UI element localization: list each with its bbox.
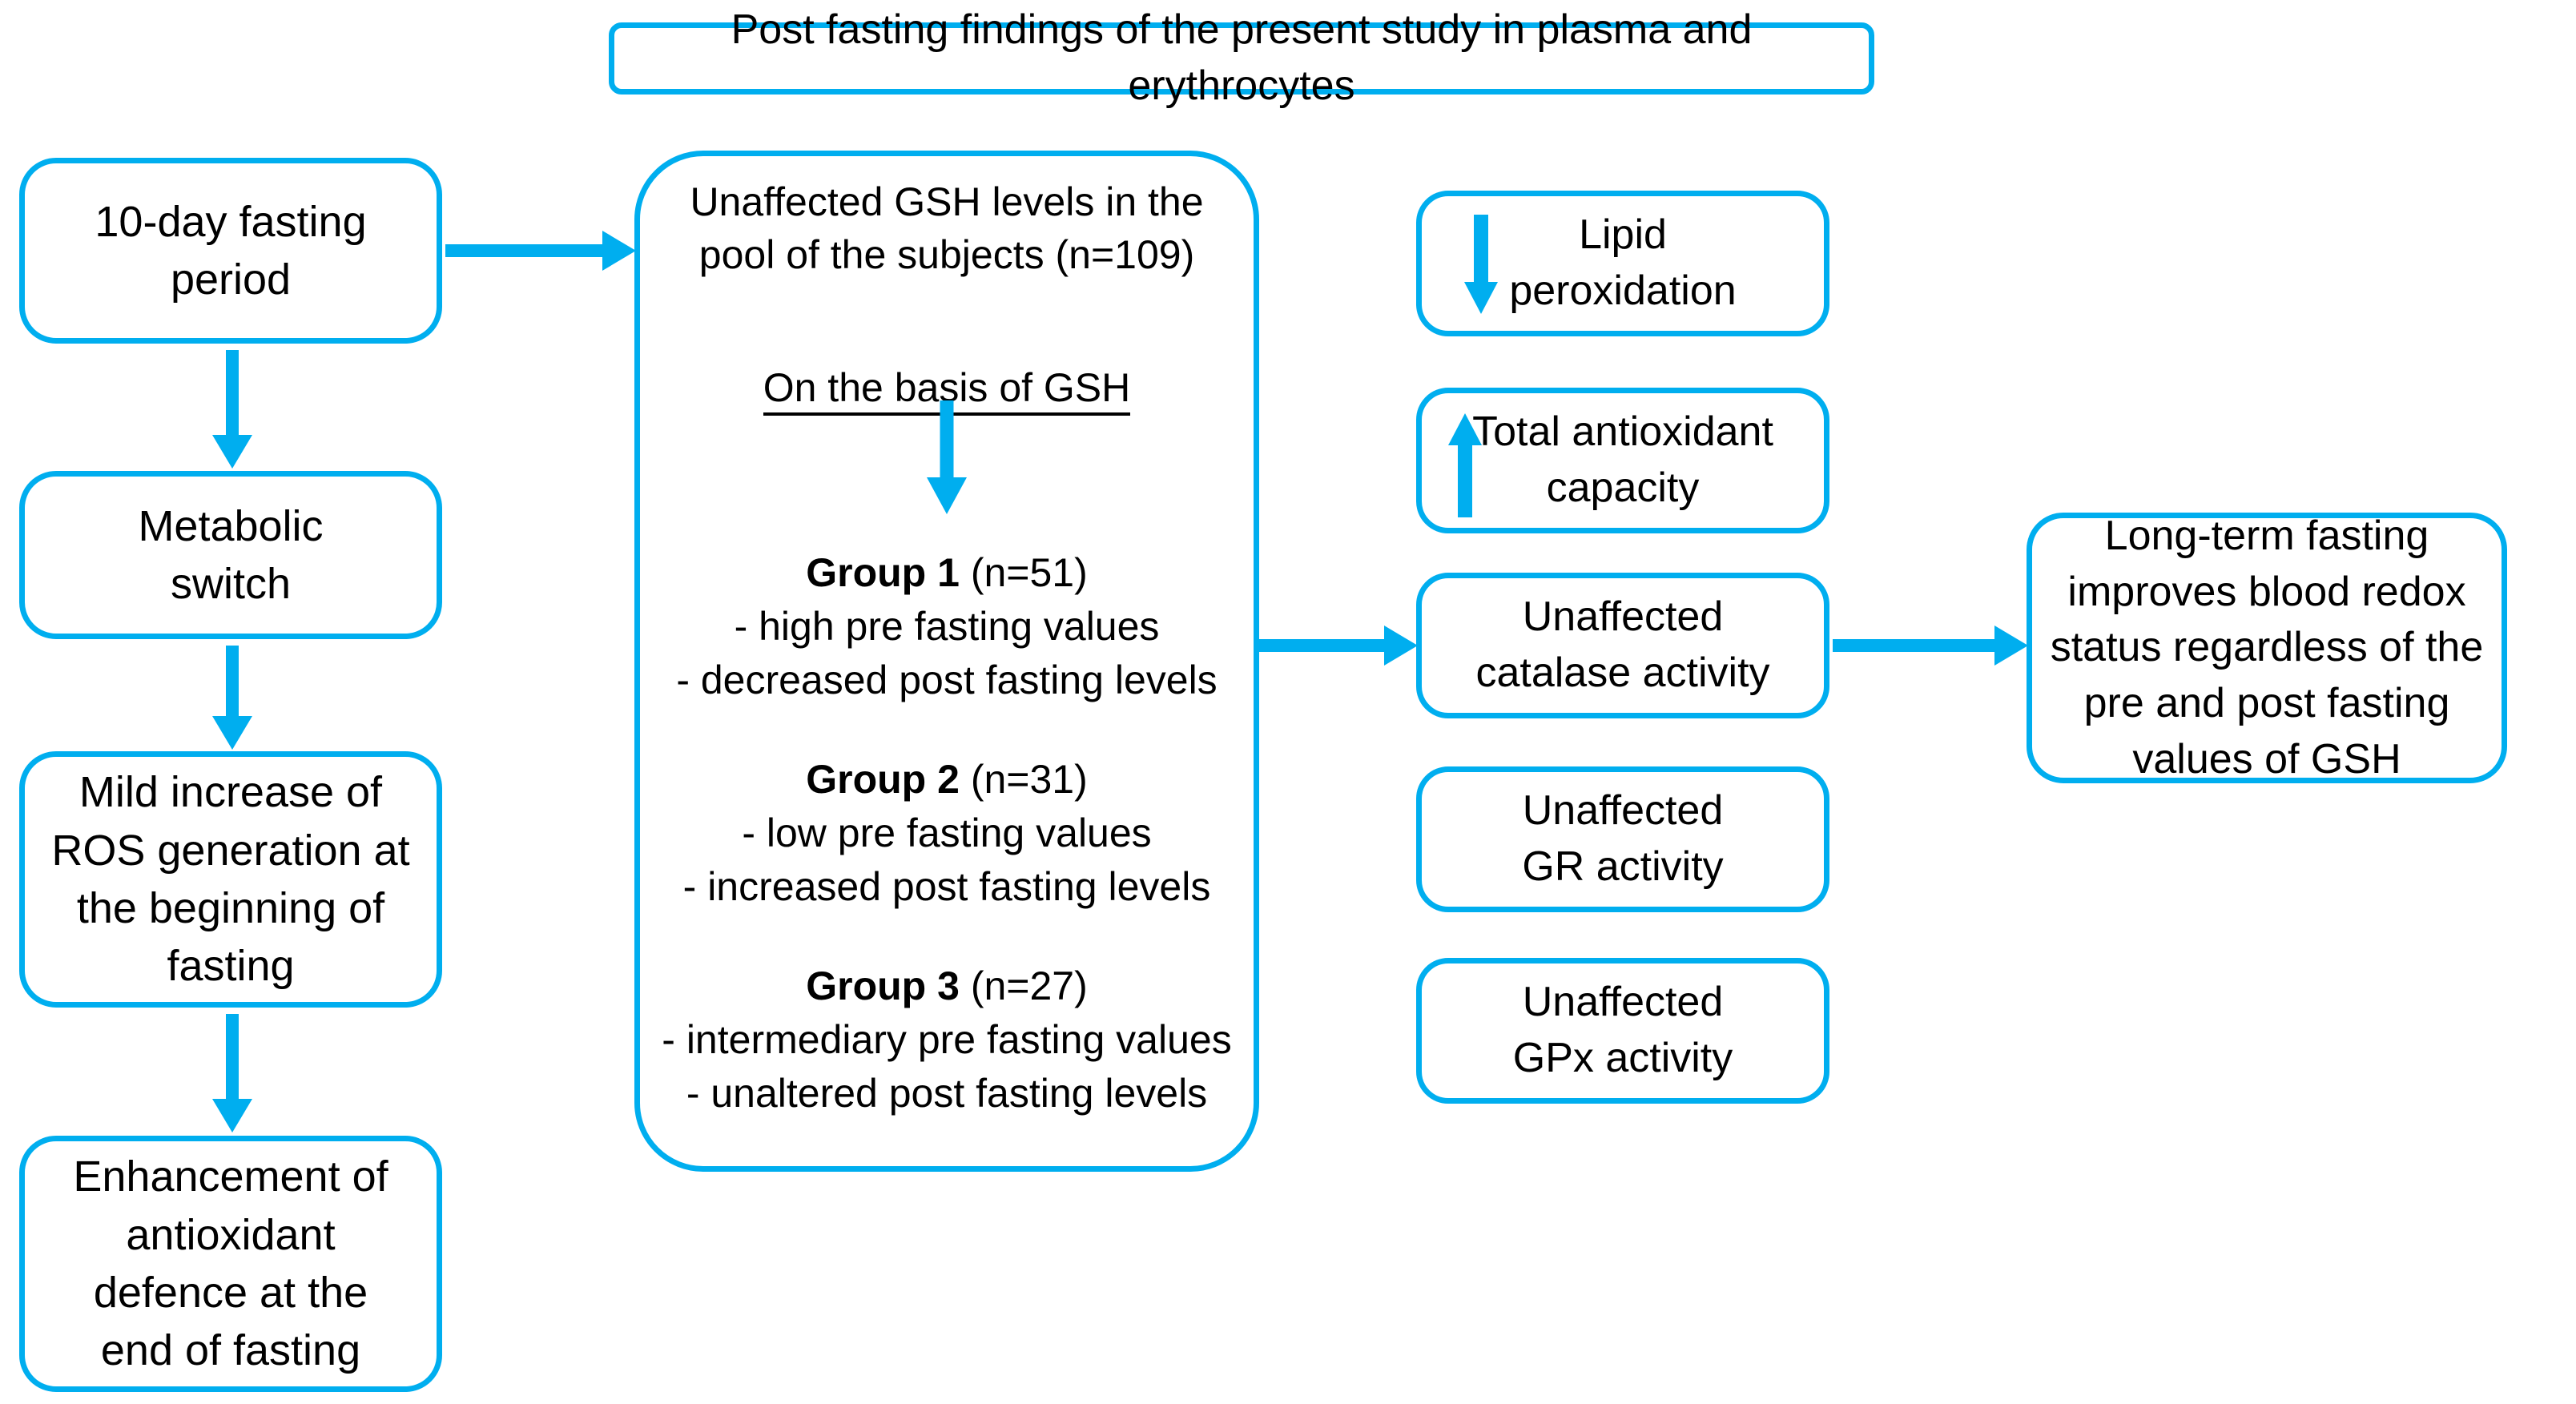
- arrow-shaft: [940, 400, 954, 481]
- node-ros-generation-label: Mild increase of ROS generation at the b…: [51, 768, 410, 991]
- node-conclusion-label: Long-term fasting improves blood redox s…: [2050, 512, 2484, 782]
- arrow-head-down-icon: [1464, 282, 1498, 314]
- node-catalase-activity: Unaffected catalase activity: [1416, 573, 1829, 718]
- arrow-head-right-icon: [602, 231, 636, 271]
- arrow-fasting-period-to-metabolic-switch: [212, 350, 252, 469]
- node-total-antioxidant-capacity: Total antioxidant capacity: [1416, 388, 1829, 533]
- node-gpx-activity: Unaffected GPx activity: [1416, 958, 1829, 1104]
- node-gr-activity: Unaffected GR activity: [1416, 766, 1829, 912]
- arrow-head-right-icon: [1994, 626, 2028, 666]
- gsh-panel-headline: Unaffected GSH levels in the pool of the…: [690, 179, 1204, 277]
- group-3-block: Group 3 (n=27) - intermediary pre fastin…: [640, 959, 1254, 1120]
- arrow-metabolic-switch-to-ros-generation: [212, 646, 252, 750]
- arrow-gsh-panel-to-catalase: [1259, 626, 1419, 666]
- arrow-shaft: [226, 1014, 239, 1102]
- group-3-bullet-2: - unaltered post fasting levels: [686, 1071, 1208, 1116]
- group-3-name: Group 3: [806, 963, 960, 1008]
- node-fasting-period: 10-day fasting period: [19, 158, 442, 344]
- node-gpx-activity-label: Unaffected GPx activity: [1512, 979, 1733, 1081]
- gsh-panel-basis: On the basis of GSH: [640, 308, 1254, 416]
- group-2-name: Group 2: [806, 757, 960, 802]
- node-catalase-activity-label: Unaffected catalase activity: [1475, 593, 1770, 696]
- arrow-shaft: [1458, 444, 1472, 517]
- group-1-block: Group 1 (n=51) - high pre fasting values…: [640, 546, 1254, 707]
- node-ros-generation: Mild increase of ROS generation at the b…: [19, 751, 442, 1008]
- arrow-head-right-icon: [1384, 626, 1418, 666]
- arrow-basis-to-groups: [927, 400, 967, 514]
- group-2-heading: Group 2 (n=31): [640, 753, 1254, 807]
- header-banner-label: Post fasting findings of the present stu…: [731, 6, 1753, 109]
- node-gsh-panel: Unaffected GSH levels in the pool of the…: [634, 151, 1259, 1172]
- arrow-shaft: [1833, 639, 1998, 652]
- group-2-block: Group 2 (n=31) - low pre fasting values …: [640, 753, 1254, 914]
- arrow-shaft: [226, 350, 239, 438]
- node-lipid-peroxidation-label: Lipid peroxidation: [1509, 211, 1737, 314]
- node-antioxidant-defence-label: Enhancement of antioxidant defence at th…: [73, 1153, 388, 1375]
- node-metabolic-switch-label: Metabolic switch: [138, 501, 324, 608]
- group-3-heading: Group 3 (n=27): [640, 959, 1254, 1013]
- node-total-antioxidant-capacity-label: Total antioxidant capacity: [1472, 408, 1773, 511]
- trend-down-arrow-icon: [1464, 215, 1498, 314]
- arrow-catalase-to-conclusion: [1833, 626, 2030, 666]
- group-2-bullet-2: - increased post fasting levels: [682, 864, 1211, 909]
- group-1-count: (n=51): [970, 550, 1088, 595]
- group-3-bullet-1: - intermediary pre fasting values: [662, 1017, 1232, 1062]
- group-1-bullet-1: - high pre fasting values: [734, 604, 1160, 649]
- arrow-head-down-icon: [212, 1099, 252, 1132]
- arrow-shaft: [226, 646, 239, 719]
- arrow-fasting-period-to-gsh-panel: [445, 231, 638, 271]
- group-2-count: (n=31): [970, 757, 1088, 802]
- group-1-bullet-2: - decreased post fasting levels: [676, 658, 1218, 702]
- header-banner: Post fasting findings of the present stu…: [609, 6, 1874, 109]
- arrow-head-down-icon: [212, 435, 252, 469]
- node-metabolic-switch: Metabolic switch: [19, 471, 442, 639]
- arrow-head-up-icon: [1448, 413, 1482, 445]
- gsh-panel-basis-label: On the basis of GSH: [763, 365, 1131, 416]
- group-1-heading: Group 1 (n=51): [640, 546, 1254, 600]
- arrow-ros-generation-to-antioxidant-defence: [212, 1014, 252, 1132]
- node-gr-activity-label: Unaffected GR activity: [1522, 787, 1724, 890]
- arrow-head-down-icon: [927, 477, 967, 514]
- trend-up-arrow-icon: [1448, 413, 1482, 517]
- group-2-bullet-1: - low pre fasting values: [742, 811, 1152, 855]
- node-conclusion: Long-term fasting improves blood redox s…: [2027, 513, 2507, 783]
- arrow-shaft: [1259, 639, 1387, 652]
- group-3-count: (n=27): [970, 963, 1088, 1008]
- arrow-shaft: [1474, 215, 1488, 285]
- arrow-head-down-icon: [212, 716, 252, 750]
- node-fasting-period-label: 10-day fasting period: [95, 197, 367, 304]
- node-antioxidant-defence: Enhancement of antioxidant defence at th…: [19, 1136, 442, 1392]
- group-1-name: Group 1: [806, 550, 960, 595]
- arrow-shaft: [445, 244, 606, 257]
